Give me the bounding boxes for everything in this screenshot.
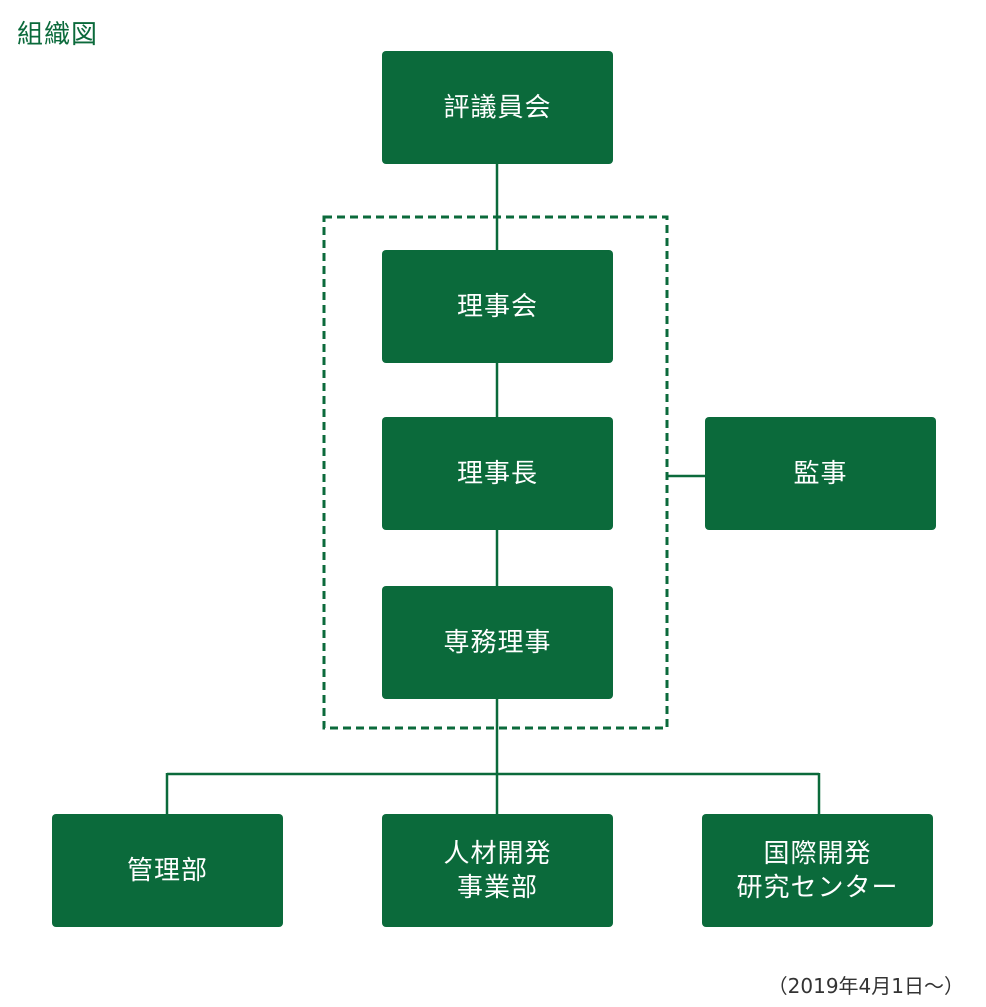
node-board-label: 理事会 [456,291,538,322]
node-council-label: 評議員会 [443,92,552,123]
node-auditor-label: 監事 [793,458,848,489]
node-hrd-department: 人材開発 事業部 [382,814,613,927]
node-intl-research-center: 国際開発 研究センター [702,814,933,927]
node-intl-label-line1: 国際開発 [763,838,872,869]
node-admin-department-label: 管理部 [126,855,208,886]
chart-title: 組織図 [17,20,99,50]
executive-group-dashed-frame [322,215,669,730]
node-chairman-label: 理事長 [456,458,538,489]
node-executive-director: 専務理事 [382,586,613,699]
node-hrd-label-line2: 事業部 [456,872,538,903]
node-hrd-label-line1: 人材開発 [443,838,552,869]
node-council: 評議員会 [382,51,613,164]
node-intl-label-line2: 研究センター [736,872,899,903]
node-chairman: 理事長 [382,417,613,530]
node-auditor: 監事 [705,417,936,530]
node-executive-director-label: 専務理事 [443,627,552,658]
node-board: 理事会 [382,250,613,363]
node-admin-department: 管理部 [52,814,283,927]
effective-date-note: （2019年4月1日～） [767,974,964,998]
